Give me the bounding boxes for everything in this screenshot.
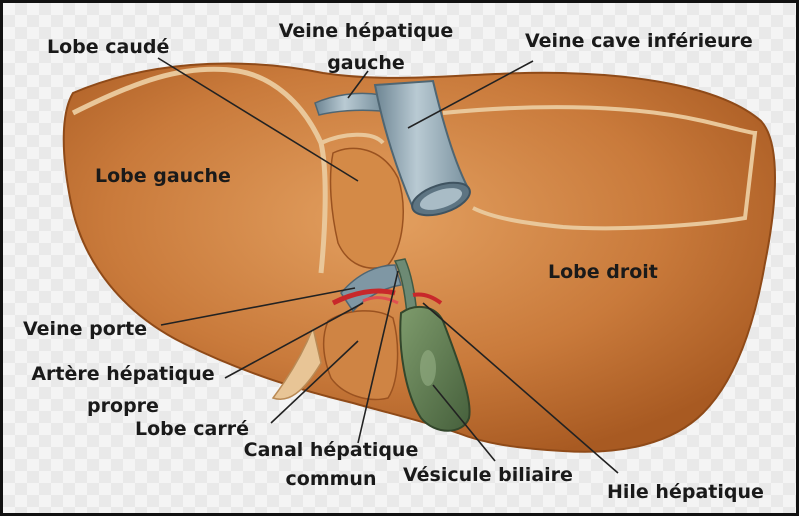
label-artere-hepatique-line1: Artère hépatique bbox=[17, 363, 229, 385]
label-lobe-gauche: Lobe gauche bbox=[95, 165, 231, 187]
gallbladder-highlight bbox=[420, 350, 436, 386]
label-artere-hepatique-line2: propre bbox=[17, 395, 229, 417]
label-vesicule-biliaire: Vésicule biliaire bbox=[403, 464, 573, 486]
label-veine-hepatique-gauche-line2: gauche bbox=[261, 52, 471, 74]
label-lobe-caude: Lobe caudé bbox=[47, 36, 169, 58]
label-veine-hepatique-gauche-line1: Veine hépatique bbox=[261, 20, 471, 42]
label-veine-cave-inferieure: Veine cave inférieure bbox=[525, 30, 753, 52]
label-hile-hepatique: Hile hépatique bbox=[607, 481, 764, 503]
label-veine-porte: Veine porte bbox=[23, 318, 147, 340]
label-lobe-carre: Lobe carré bbox=[135, 418, 249, 440]
label-lobe-droit: Lobe droit bbox=[548, 261, 658, 283]
label-canal-hepatique-line1: Canal hépatique bbox=[225, 439, 437, 461]
